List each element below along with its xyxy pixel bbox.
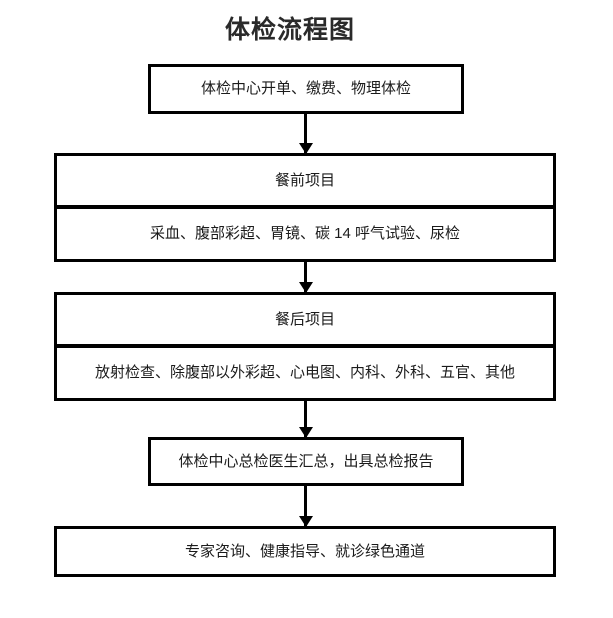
arrow-pre-meal-to-post-meal	[304, 262, 307, 292]
arrow-post-meal-to-summary	[304, 401, 307, 437]
flow-node-pre-meal-items: 采血、腹部彩超、胃镜、碳 14 呼气试验、尿检	[54, 207, 556, 262]
flow-node-pre-meal-header-label: 餐前项目	[274, 171, 335, 189]
flow-node-post-meal-items-label: 放射检查、除腹部以外彩超、心电图、内科、外科、五官、其他	[94, 364, 515, 381]
flow-node-summary: 体检中心总检医生汇总，出具总检报告	[148, 437, 464, 486]
flow-node-pre-meal-items-label: 采血、腹部彩超、胃镜、碳 14 呼气试验、尿检	[149, 225, 461, 242]
flow-node-followup-label: 专家咨询、健康指导、就诊绿色通道	[184, 542, 425, 560]
flow-node-followup: 专家咨询、健康指导、就诊绿色通道	[54, 526, 556, 577]
flow-node-post-meal-header-label: 餐后项目	[274, 310, 335, 328]
arrow-intake-to-pre-meal	[304, 114, 307, 153]
page-title: 体检流程图	[224, 16, 355, 44]
flow-node-pre-meal-header: 餐前项目	[54, 153, 556, 207]
flow-node-post-meal-items: 放射检查、除腹部以外彩超、心电图、内科、外科、五官、其他	[54, 346, 556, 401]
flow-node-intake-label: 体检中心开单、缴费、物理体检	[200, 80, 411, 97]
flow-node-intake: 体检中心开单、缴费、物理体检	[148, 64, 464, 114]
flow-node-post-meal-header: 餐后项目	[54, 292, 556, 346]
arrow-summary-to-followup	[304, 486, 307, 526]
flow-node-summary-label: 体检中心总检医生汇总，出具总检报告	[178, 452, 434, 470]
